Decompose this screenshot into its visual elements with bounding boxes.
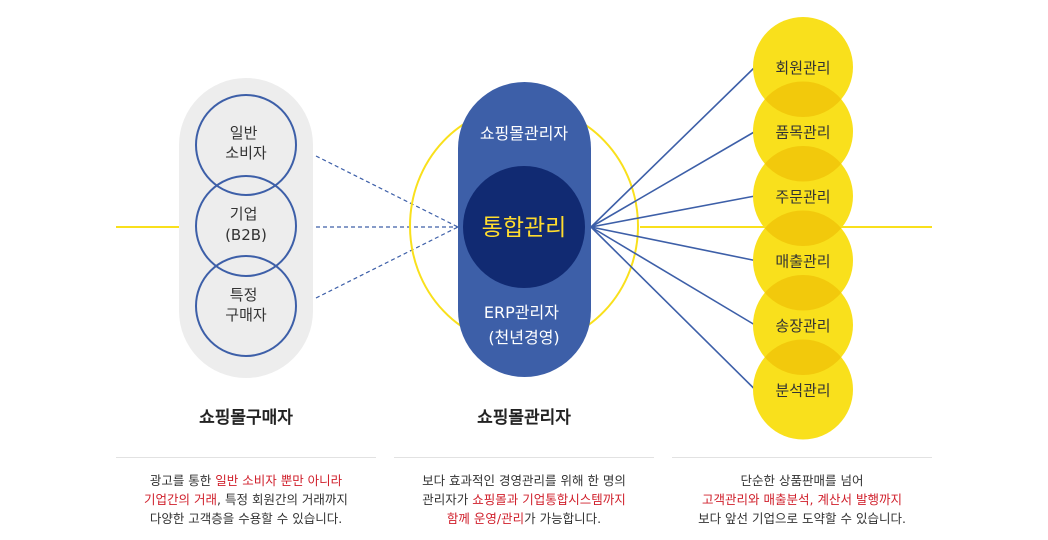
erp-label-line1: ERP관리자 — [484, 303, 559, 322]
manager-desc-line-1: 보다 효과적인 경영관리를 위해 한 명의 — [394, 471, 654, 490]
highlight-text: 함께 운영/관리 — [446, 511, 525, 526]
desc-text: 가 가능합니다. — [524, 511, 602, 526]
connector-line-2 — [590, 130, 756, 228]
overlap-lens-3 — [764, 210, 842, 246]
overlap-lens-5 — [764, 339, 842, 375]
management-desc-line-1: 단순한 상품판매를 넘어 — [672, 471, 932, 490]
buyer-circle-general-line1: 일반 — [230, 124, 258, 142]
overlap-lens-2 — [764, 145, 842, 182]
management-desc-line-3: 보다 앞선 기업으로 도약할 수 있습니다. — [672, 509, 932, 528]
divider-right — [672, 457, 932, 458]
buyer-desc-line-2: 기업간의 거래, 특정 회원간의 거래까지 — [116, 490, 376, 509]
erp-label-line2: (천년경영) — [488, 328, 559, 347]
management-item-label-4: 매출관리 — [775, 253, 830, 271]
connector-line-3 — [590, 195, 756, 228]
management-item-label-3: 주문관리 — [775, 188, 830, 206]
management-item-label-6: 분석관리 — [775, 382, 830, 400]
highlight-text: 일반 소비자 뿐만 아니라 — [215, 473, 343, 488]
right-connector-lines — [590, 66, 756, 391]
management-item-label-1: 회원관리 — [775, 59, 830, 77]
dashed-connectors — [315, 155, 459, 299]
buyer-circle-general: 일반 소비자 — [195, 94, 297, 196]
manager-top-label: 쇼핑몰관리자 — [480, 124, 569, 143]
overlap-lens-1 — [764, 81, 842, 117]
management-desc-line-2: 고객관리와 매출분석, 계산서 발행까지 — [672, 490, 932, 509]
manager-title: 쇼핑몰관리자 — [477, 408, 571, 428]
buyer-circle-b2b-line2: (B2B) — [225, 226, 267, 244]
desc-text: 광고를 통한 — [149, 473, 216, 488]
buyer-title: 쇼핑몰구매자 — [199, 408, 293, 428]
manager-desc-line-3: 함께 운영/관리가 가능합니다. — [394, 509, 654, 528]
divider-center — [394, 457, 654, 458]
desc-text: 단순한 상품판매를 넘어 — [740, 473, 864, 488]
buyer-circle-specific-line2: 구매자 — [225, 306, 267, 324]
management-item-label-2: 품목관리 — [775, 124, 830, 142]
management-item-label-5: 송장관리 — [775, 317, 830, 335]
buyer-circle-b2b-line1: 기업 — [230, 205, 258, 223]
svg-text:특정 구매자: 특정 구매자 — [225, 286, 267, 324]
desc-text: 다양한 고객층을 수용할 수 있습니다. — [149, 511, 343, 526]
buyer-desc-line-1: 광고를 통한 일반 소비자 뿐만 아니라 — [116, 471, 376, 490]
highlight-text: 기업간의 거래 — [144, 492, 218, 507]
core-label: 통합관리 — [482, 215, 567, 241]
desc-text: 보다 효과적인 경영관리를 위해 한 명의 — [422, 473, 626, 488]
connector-line-1 — [590, 66, 756, 228]
buyer-circle-specific: 특정 구매자 — [195, 255, 297, 357]
desc-text: 관리자가 — [422, 492, 473, 507]
buyer-circle-b2b: 기업 (B2B) — [195, 175, 297, 277]
manager-desc-line-2: 관리자가 쇼핑몰과 기업통합시스템까지 — [394, 490, 654, 509]
buyer-circle-general-line2: 소비자 — [225, 144, 267, 162]
overlap-lens-4 — [764, 275, 842, 311]
buyer-group-pill — [179, 78, 313, 378]
buyer-circle-specific-line1: 특정 — [230, 286, 258, 304]
divider-left — [116, 457, 376, 458]
desc-text: , 특정 회원간의 거래까지 — [217, 492, 348, 507]
svg-text:기업 (B2B): 기업 (B2B) — [225, 205, 267, 244]
connector-line-5 — [590, 226, 756, 326]
core-circle — [463, 166, 585, 288]
desc-text: 보다 앞선 기업으로 도약할 수 있습니다. — [698, 511, 906, 526]
buyer-desc-line-3: 다양한 고객층을 수용할 수 있습니다. — [116, 509, 376, 528]
connector-line-4 — [590, 226, 756, 262]
connector-line-6 — [590, 226, 756, 391]
highlight-text: 고객관리와 매출분석, 계산서 발행까지 — [702, 492, 902, 507]
svg-text:일반 소비자: 일반 소비자 — [225, 124, 267, 162]
highlight-text: 쇼핑몰과 기업통합시스템까지 — [472, 492, 626, 507]
erp-label: ERP관리자 (천년경영) — [484, 303, 564, 347]
